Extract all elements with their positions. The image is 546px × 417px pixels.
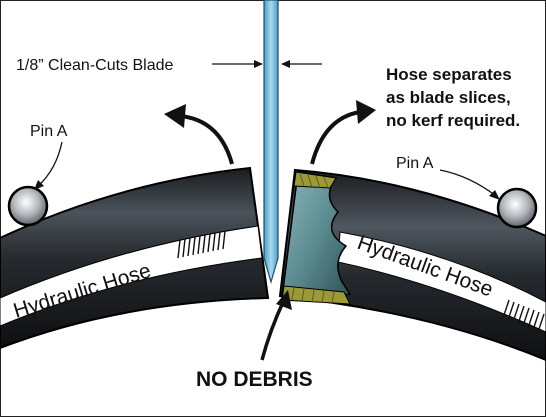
right-hose-segment xyxy=(278,168,546,362)
pin-right-leader xyxy=(439,169,500,200)
blade-label: 1/8” Clean-Cuts Blade xyxy=(16,57,174,74)
arrow-right-lift xyxy=(310,100,376,165)
note-line-1: Hose separates xyxy=(386,65,512,84)
note-line-3: no kerf required. xyxy=(386,111,520,130)
barcode-left xyxy=(177,230,226,259)
pin-left-leader xyxy=(34,141,63,190)
left-hose-segment xyxy=(0,166,270,350)
note-text: Hose separates as blade slices, no kerf … xyxy=(386,65,520,130)
pin-label-right: Pin A xyxy=(396,155,434,172)
pin-label-left: Pin A xyxy=(30,123,68,140)
cut-face xyxy=(281,171,352,305)
blade-width-indicator xyxy=(212,60,322,68)
no-debris-arrow xyxy=(260,290,292,361)
blade xyxy=(263,0,279,285)
arrow-left-lift xyxy=(164,104,234,165)
no-debris-label: NO DEBRIS xyxy=(196,368,313,391)
barcode-right xyxy=(502,299,545,333)
pin-right xyxy=(496,187,538,229)
pin-left xyxy=(7,185,49,227)
note-line-2: as blade slices, xyxy=(386,88,511,107)
